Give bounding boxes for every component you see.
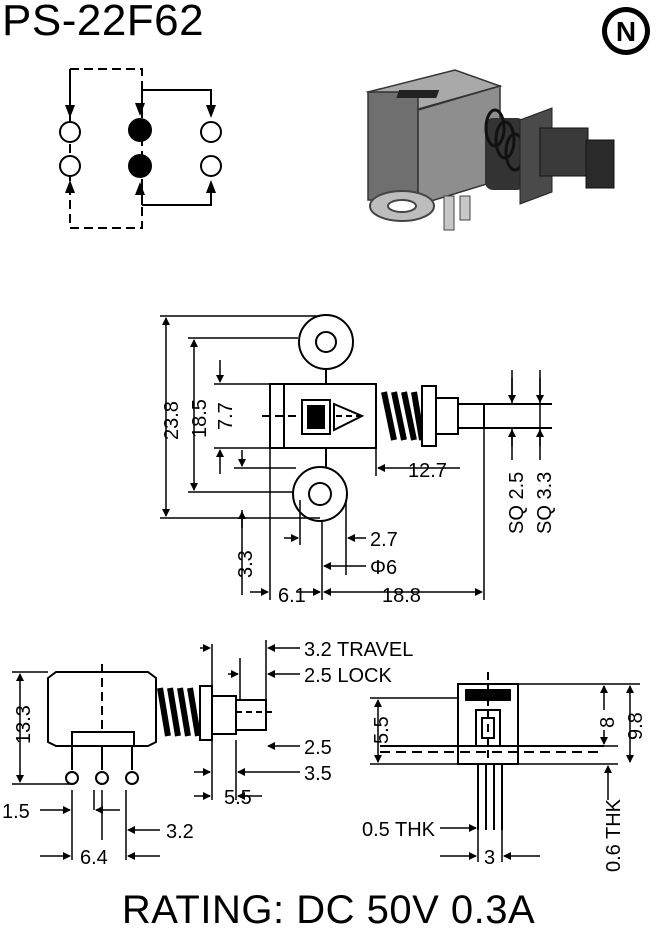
dim-front-35: 3.5 <box>304 763 332 785</box>
switch-schematic <box>59 68 222 229</box>
dim-inner-height: 18.5 <box>189 399 211 438</box>
side-view <box>160 314 552 600</box>
dim-pin-3: 3 <box>484 847 495 869</box>
brand-logo: N <box>602 7 650 55</box>
dim-overall-height: 23.8 <box>161 401 183 440</box>
dim-thk-06: 0.6 THK <box>603 798 625 872</box>
dim-sq-small: SQ 2.5 <box>506 472 528 534</box>
end-view <box>370 672 640 862</box>
dim-pin-64: 6.4 <box>80 847 108 869</box>
dim-front-55: 5.5 <box>224 787 252 809</box>
dim-hole-gap: 2.7 <box>370 529 398 551</box>
dim-end-55: 5.5 <box>371 716 393 744</box>
dim-hole-dia: Φ6 <box>370 557 397 579</box>
rating-text: RATING: DC 50V 0.3A <box>121 888 536 932</box>
front-view <box>12 640 272 860</box>
end-view-dimension-lines <box>374 685 634 860</box>
side-view-dimension-lines <box>162 317 544 596</box>
dim-lock: 2.5 LOCK <box>304 665 392 687</box>
dim-pin-32: 3.2 <box>166 821 194 843</box>
dim-front-25: 2.5 <box>304 737 332 759</box>
dim-pin-15: 1.5 <box>2 801 30 823</box>
front-view-labels: 3.2 TRAVEL 2.5 LOCK 13.3 2.5 3.5 5.5 1.5… <box>2 639 413 869</box>
dim-sq-large: SQ 3.3 <box>534 472 556 534</box>
dim-center-height: 7.7 <box>215 402 237 430</box>
dim-front-height: 13.3 <box>13 705 35 744</box>
front-view-dimension-lines <box>16 644 300 860</box>
side-view-labels: 23.8 18.5 7.7 12.7 SQ 2.5 SQ 3.3 3.3 2.7… <box>161 399 556 607</box>
product-illustration <box>365 69 615 231</box>
end-view-labels: 5.5 8 9.8 0.5 THK 0.6 THK 3 <box>362 712 647 872</box>
logo-letter: N <box>616 16 636 47</box>
dim-left-width: 6.1 <box>278 585 306 607</box>
dim-thk-05: 0.5 THK <box>362 819 436 841</box>
dim-total-length: 18.8 <box>382 585 421 607</box>
dim-body-depth: 12.7 <box>408 460 447 482</box>
schematic-arrows <box>65 103 216 195</box>
page-title: PS-22F62 <box>2 0 205 45</box>
dim-end-98: 9.8 <box>625 712 647 740</box>
dim-travel: 3.2 TRAVEL <box>304 639 413 661</box>
dim-left-offset: 3.3 <box>235 550 257 578</box>
dim-end-8: 8 <box>597 717 619 728</box>
